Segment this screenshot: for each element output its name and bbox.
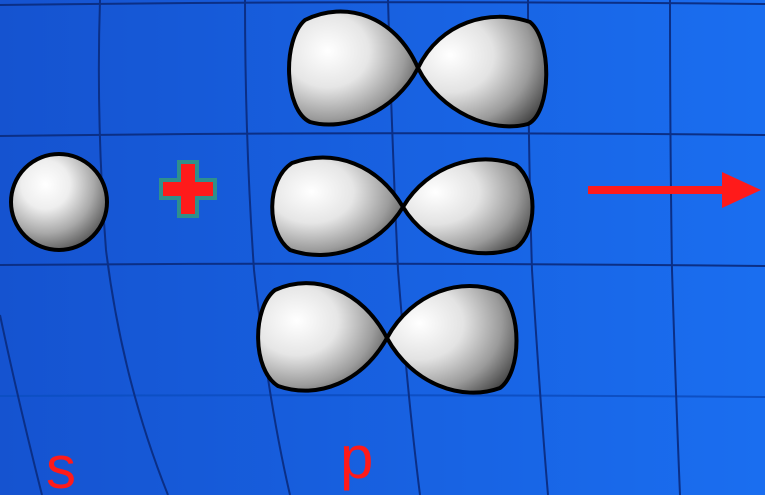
s-orbital-label: s xyxy=(46,438,76,495)
p-orbital-label: p xyxy=(340,428,373,488)
s-orbital-sphere xyxy=(11,154,107,250)
